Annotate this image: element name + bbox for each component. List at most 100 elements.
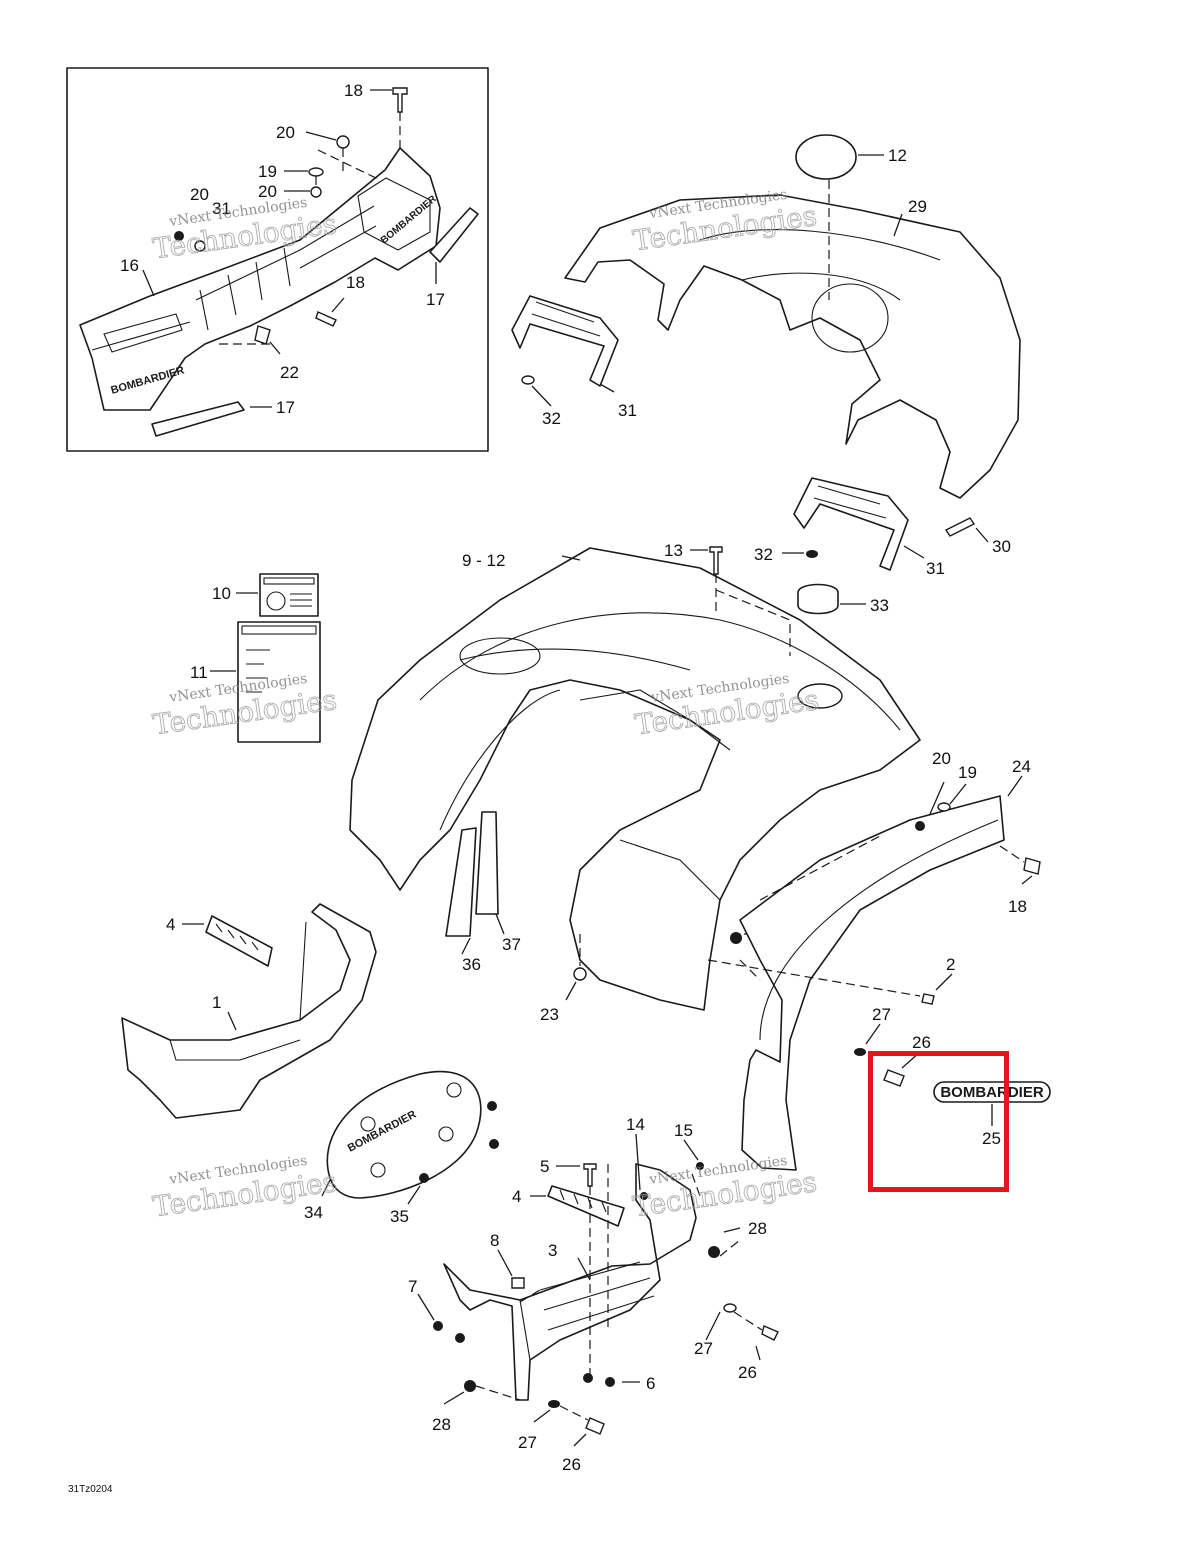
washer-19-right xyxy=(937,802,951,812)
screw-18-top xyxy=(392,87,408,113)
nut-15 xyxy=(696,1162,704,1170)
callout-26-lower: 26 xyxy=(562,1455,581,1474)
callout-23: 23 xyxy=(540,1005,559,1024)
step-4-right xyxy=(547,1185,625,1227)
callout-29: 29 xyxy=(908,197,927,216)
screw-22 xyxy=(254,325,271,345)
callout-16: 16 xyxy=(120,256,139,275)
nut-20-left xyxy=(174,231,184,241)
inset-frame xyxy=(66,67,489,452)
callout-25: 25 xyxy=(982,1129,1001,1148)
washer-27-lower xyxy=(548,1400,560,1408)
callout-13: 13 xyxy=(664,541,683,560)
nut-28-fender xyxy=(730,932,742,944)
callout-20-inset-top: 20 xyxy=(276,123,295,142)
step-4-left xyxy=(205,915,273,967)
callout-27-lower: 27 xyxy=(518,1433,537,1452)
washer-23 xyxy=(573,967,587,981)
decal-25: BOMBARDIER 25 xyxy=(933,1081,1051,1148)
warning-labels: 10 11 xyxy=(190,573,321,743)
callout-18-inset-top: 18 xyxy=(344,81,363,100)
screw-18-right xyxy=(1023,857,1041,875)
strip-36 xyxy=(445,827,477,937)
screw-13 xyxy=(709,546,723,575)
bracket-31-lower xyxy=(793,477,909,571)
rear-fender-29 xyxy=(564,194,1021,499)
decal-plate-34 xyxy=(326,1070,482,1199)
screw-26-right xyxy=(883,1069,905,1087)
screw-2 xyxy=(921,993,935,1005)
left-footwell: 4 1 xyxy=(121,903,377,1119)
callout-28-right: 28 xyxy=(748,1219,767,1238)
fender-extension-24: 20 19 24 18 2 27 26 xyxy=(707,749,1041,1171)
callout-20-right: 20 xyxy=(932,749,951,768)
cap-12 xyxy=(795,134,857,180)
label-11 xyxy=(237,621,321,743)
callout-24: 24 xyxy=(1012,757,1031,776)
nut-7-b xyxy=(455,1333,465,1343)
washer-32-upper xyxy=(521,375,535,385)
cap-33 xyxy=(797,583,839,615)
callout-19-right: 19 xyxy=(958,763,977,782)
label-10 xyxy=(259,573,319,617)
bracket-31-upper xyxy=(511,295,619,387)
screw-18-inset xyxy=(315,311,337,327)
callout-31-upper: 31 xyxy=(618,401,637,420)
fender-29-well xyxy=(811,283,889,353)
callout-32-lower: 32 xyxy=(754,545,773,564)
callout-18-right: 18 xyxy=(1008,897,1027,916)
front-fender-9-12 xyxy=(349,547,921,1011)
callout-31-lower: 31 xyxy=(926,559,945,578)
inset-front-bumper: BOMBARDIER BOMBARDIER 18 20 19 20 20 31 … xyxy=(66,67,489,452)
rear-fender-assembly: 12 29 32 31 32 31 30 xyxy=(511,134,1021,578)
washer-27-lower-right xyxy=(723,1303,737,1313)
callout-26-right: 26 xyxy=(912,1033,931,1052)
callout-20-inset-mid: 20 xyxy=(258,182,277,201)
callout-35: 35 xyxy=(390,1207,409,1226)
nut-20-mid xyxy=(310,186,322,198)
figure-caption: 31Tz0204 xyxy=(68,1484,113,1495)
callout-22: 22 xyxy=(280,363,299,382)
callout-8: 8 xyxy=(490,1231,499,1250)
main-fender-assembly: 9 - 12 36 37 13 33 23 28 xyxy=(349,541,921,1024)
callout-2: 2 xyxy=(946,955,955,974)
screw-5 xyxy=(583,1163,597,1187)
washer-27-right xyxy=(854,1048,866,1056)
callout-10: 10 xyxy=(212,584,231,603)
nut-7-a xyxy=(433,1321,443,1331)
callout-34: 34 xyxy=(304,1203,323,1222)
washer-31-left xyxy=(194,240,206,252)
nut-6-b xyxy=(605,1377,615,1387)
nut-28-lower xyxy=(464,1380,476,1392)
callout-11: 11 xyxy=(190,663,208,682)
callout-7: 7 xyxy=(408,1277,417,1296)
callout-20-inset-left: 20 xyxy=(190,185,209,204)
callout-17-inset-bottom: 17 xyxy=(276,398,295,417)
trim-strip-17-bottom xyxy=(151,401,245,437)
nut-20-top xyxy=(336,135,350,149)
callout-6: 6 xyxy=(646,1374,655,1393)
nut-20-right xyxy=(915,821,925,831)
callout-28-lower: 28 xyxy=(432,1415,451,1434)
right-footwell: 14 15 5 4 28 3 8 7 27 26 6 28 27 26 xyxy=(408,1115,779,1474)
callout-15: 15 xyxy=(674,1121,693,1140)
callout-1: 1 xyxy=(212,993,221,1012)
callout-12: 12 xyxy=(888,146,907,165)
callout-31-inset: 31 xyxy=(212,199,231,218)
fender-hole xyxy=(797,683,843,709)
callout-36: 36 xyxy=(462,955,481,974)
callout-37: 37 xyxy=(502,935,521,954)
screw-26-lower-right xyxy=(761,1325,779,1341)
footwell-1 xyxy=(121,903,377,1119)
callout-9-12: 9 - 12 xyxy=(462,551,505,570)
screw-35 xyxy=(419,1173,429,1183)
callout-32-upper: 32 xyxy=(542,409,561,428)
strip-37 xyxy=(475,811,499,915)
decal-25-text: BOMBARDIER xyxy=(940,1084,1043,1101)
callout-19-inset: 19 xyxy=(258,162,277,181)
bumper-body xyxy=(79,147,441,411)
callout-3: 3 xyxy=(548,1241,557,1260)
decal-25-badge xyxy=(933,1081,1051,1103)
callout-30: 30 xyxy=(992,537,1011,556)
